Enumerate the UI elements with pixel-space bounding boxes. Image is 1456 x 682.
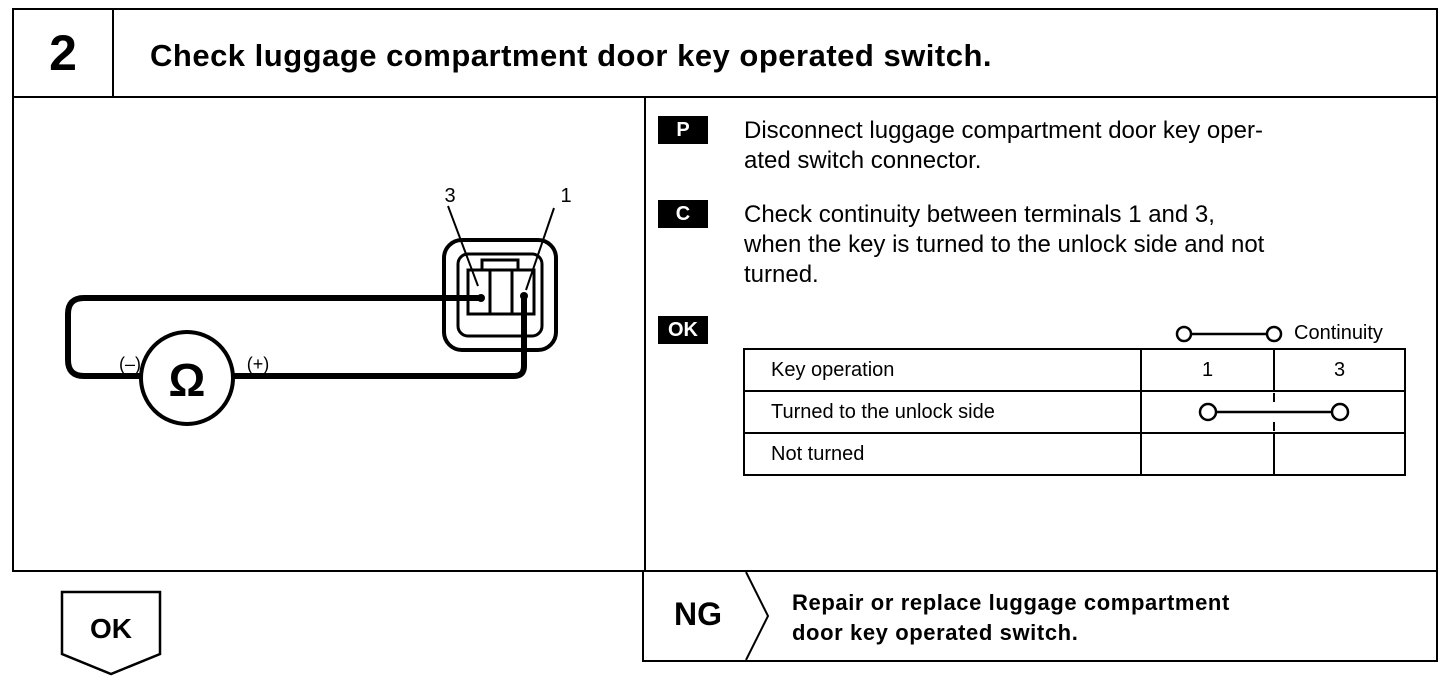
terminal-3-label: 3 (444, 185, 455, 207)
step-check-line: when the key is turned to the unlock sid… (744, 231, 1265, 258)
empty-cell (1140, 432, 1275, 476)
header-terminal-3: 3 (1273, 348, 1406, 392)
ohmmeter (139, 330, 235, 426)
leader-line-terminal-1 (525, 207, 555, 291)
table-header-row: Key operation 1 3 (743, 348, 1406, 392)
badge-check: C (658, 200, 708, 228)
continuity-legend-label: Continuity (1294, 322, 1383, 344)
ng-action-line: Repair or replace luggage compartment (792, 590, 1230, 615)
main-panel: Ω 3 1 (–) (+) P Disconnect luggage compa… (12, 96, 1438, 572)
ok-result-arrow: OK (60, 590, 162, 676)
panel-divider (644, 96, 646, 572)
step-number-box: 2 (14, 10, 114, 96)
terminal-1-label: 1 (560, 185, 571, 207)
continuity-table: Key operation 1 3 Turned to the unlock s… (743, 348, 1406, 476)
table-row: Not turned (743, 432, 1406, 476)
probe-tip-terminal-3 (477, 294, 485, 302)
probe-tip-terminal-1 (520, 292, 528, 300)
ohm-symbol: Ω (169, 354, 206, 406)
connector-diagram: Ω 3 1 (–) (+) (65, 185, 572, 426)
plus-test-lead (234, 296, 527, 379)
header-key-operation: Key operation (743, 348, 1142, 392)
minus-test-lead (65, 295, 481, 379)
ng-result-panel: NG Repair or replace luggage compartment… (642, 572, 1438, 662)
step-prepare-line: Disconnect luggage compartment door key … (744, 117, 1263, 144)
step-check-line: Check continuity between terminals 1 and… (744, 201, 1215, 228)
plus-lead-label: (+) (247, 354, 270, 374)
ng-label: NG (674, 596, 722, 632)
table-row: Turned to the unlock side (743, 390, 1406, 434)
ng-action-text: Repair or replace luggage compartment do… (792, 588, 1230, 648)
continuity-legend: Continuity (1174, 322, 1383, 345)
badge-ok-spec: OK (658, 316, 708, 344)
step-number: 2 (49, 25, 77, 81)
connector-latch (480, 258, 520, 270)
step-title: Check luggage compartment door key opera… (150, 38, 993, 73)
step-prepare-line: ated switch connector. (744, 147, 982, 174)
continuity-cell (1140, 390, 1406, 434)
row-label: Turned to the unlock side (743, 390, 1142, 434)
ng-action-line: door key operated switch. (792, 620, 1079, 645)
empty-cell (1273, 432, 1406, 476)
continuity-mark-icon (1198, 393, 1350, 431)
minus-lead-label: (–) (119, 354, 141, 374)
chevron-right-icon (745, 572, 770, 660)
step-check-line: turned. (744, 261, 819, 288)
step-header: 2 Check luggage compartment door key ope… (12, 8, 1438, 98)
terminal-cavity-block (466, 268, 536, 316)
row-label: Not turned (743, 432, 1142, 476)
ok-result-label: OK (90, 613, 132, 644)
step-check-text: Check continuity between terminals 1 and… (744, 200, 1404, 290)
badge-prepare: P (658, 116, 708, 144)
continuity-symbol-icon (1175, 325, 1283, 342)
leader-line-terminal-3 (447, 205, 479, 287)
step-prepare-text: Disconnect luggage compartment door key … (744, 116, 1404, 176)
header-terminal-1: 1 (1140, 348, 1275, 392)
